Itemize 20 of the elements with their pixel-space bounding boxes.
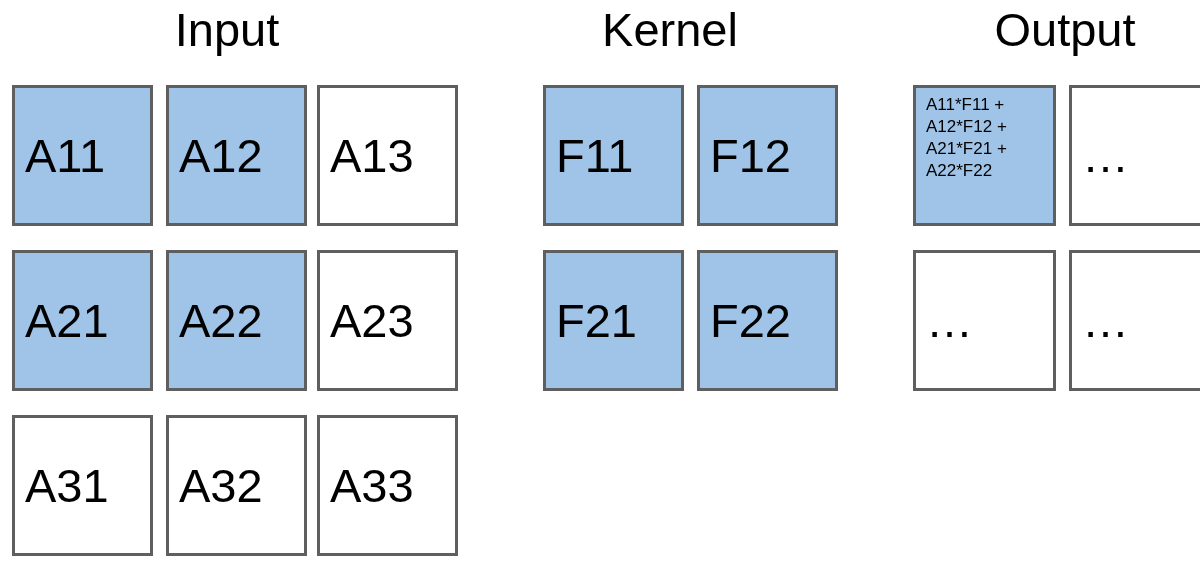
matrix-cell: F21 xyxy=(543,250,684,391)
matrix-cell: A12 xyxy=(166,85,307,226)
matrix-cell: … xyxy=(913,250,1056,391)
matrix-title: Kernel xyxy=(602,2,738,57)
formula-cell: A11*F11 + A12*F12 + A21*F21 + A22*F22 xyxy=(913,85,1056,226)
matrix-cell: F22 xyxy=(697,250,838,391)
matrix-title: Input xyxy=(174,2,280,57)
matrix-cell: A31 xyxy=(12,415,153,556)
matrix-cell: A33 xyxy=(317,415,458,556)
matrix-cell: A21 xyxy=(12,250,153,391)
matrix-cell: A23 xyxy=(317,250,458,391)
matrix-cell: A22 xyxy=(166,250,307,391)
matrix-title: Output xyxy=(994,2,1136,57)
matrix-cell: A13 xyxy=(317,85,458,226)
matrix-cell: A32 xyxy=(166,415,307,556)
matrix-cell: F11 xyxy=(543,85,684,226)
matrix-cell: … xyxy=(1069,250,1200,391)
matrix-cell: F12 xyxy=(697,85,838,226)
matrix-cell: … xyxy=(1069,85,1200,226)
matrix-cell: A11 xyxy=(12,85,153,226)
